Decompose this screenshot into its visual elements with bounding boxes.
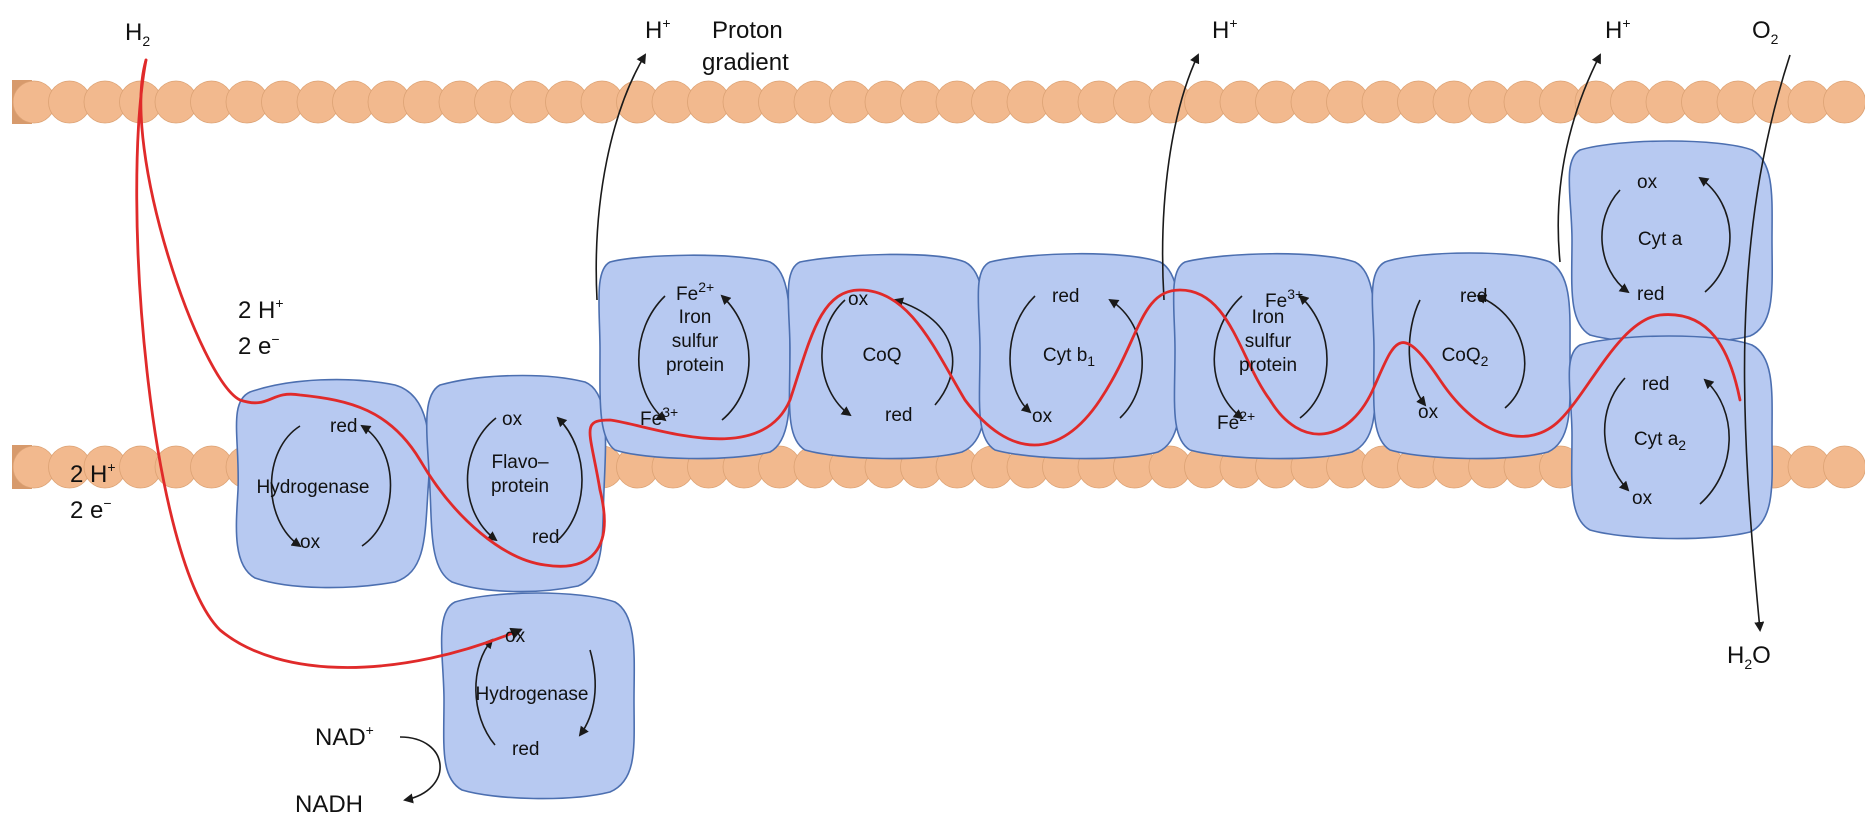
cycle-arrow-left-flavoprotein: [466, 417, 498, 542]
cycle-arrow-right-cyt-a: [1698, 176, 1731, 293]
protein-blob-hydrogenase-membrane: [235, 378, 431, 589]
membrane-bottom-lipid-bead: [1823, 445, 1865, 489]
protein-blob-coq: [787, 253, 987, 460]
state-top-cyt-a2: red: [1642, 374, 1669, 395]
cycle-arrow-right-coq2: [1476, 294, 1526, 409]
electron-transfer-path: [139, 58, 1742, 568]
cycle-arrow-left-cyt-a2: [1603, 377, 1630, 492]
proton-gradient-line1: Proton: [712, 17, 783, 44]
cycle-arrow-right-iron-sulfur-1: [720, 294, 750, 421]
state-bottom-coq: red: [885, 405, 912, 426]
protein-labels: Hydrogenase Flavo– protein Iron sulfur p…: [256, 229, 1686, 705]
electron-branch-to-nad: [135, 58, 523, 669]
cycle-arrow-left-iron-sulfur-1: [638, 295, 667, 422]
protein-name-flavoprotein-line2: protein: [491, 476, 549, 497]
cycle-arrow-right-coq: [893, 297, 954, 406]
state-bottom-cyt-a2: ox: [1632, 488, 1653, 509]
protein-name-cyt-b1: Cyt b1: [1043, 345, 1095, 369]
protein-name-iron-sulfur-1-line3: protein: [666, 355, 724, 376]
protein-blob-coq2: [1371, 252, 1572, 460]
cycle-arrow-left-cyt-a: [1601, 189, 1630, 294]
cycle-arrow-right-hydrogenase-membrane: [360, 424, 392, 547]
state-bottom-cyt-a: red: [1637, 284, 1664, 305]
o2-label: O2: [1752, 17, 1779, 47]
state-bottom-flavoprotein: red: [532, 527, 559, 548]
cycle-arrow-right-hydrogenase-soluble: [475, 638, 496, 746]
cycle-arrow-left-cyt-b1: [1009, 295, 1036, 414]
protein-name-flavoprotein-line1: Flavo–: [491, 452, 548, 473]
redox-state-labels: red ox ox red Fe2+ Fe3+ ox red red ox Fe…: [300, 172, 1669, 760]
state-bottom-coq2: ox: [1418, 402, 1439, 423]
protein-name-iron-sulfur-2-line1: Iron: [1252, 307, 1285, 328]
nadh-label: NADH: [295, 791, 363, 818]
state-bottom-cyt-b1: ox: [1032, 406, 1053, 427]
proton-arrow-3: [1557, 53, 1601, 263]
two-h-plus-label-upper: 2 H+: [238, 295, 284, 324]
cycle-arrow-right-iron-sulfur-2: [1298, 294, 1328, 419]
h-plus-label-3: H+: [1605, 15, 1631, 44]
cycle-arrow-right-cyt-b1: [1108, 298, 1143, 419]
cycle-arrow-left-hydrogenase-soluble: [578, 649, 596, 737]
state-top-cyt-b1: red: [1052, 286, 1079, 307]
two-e-minus-label-lower: 2 e−: [70, 495, 112, 524]
membrane-top-lipid-bead: [1823, 80, 1865, 124]
protein-name-hydrogenase-soluble: Hydrogenase: [475, 684, 588, 705]
proton-arrow-1: [595, 53, 647, 301]
protein-name-coq: CoQ: [862, 345, 901, 366]
protein-name-iron-sulfur-2-line2: sulfur: [1245, 331, 1292, 352]
protein-name-cyt-a2: Cyt a2: [1634, 429, 1686, 453]
redox-cycle-arrows: [270, 176, 1731, 746]
state-top-coq: ox: [848, 289, 869, 310]
protein-name-iron-sulfur-2-line3: protein: [1239, 355, 1297, 376]
cycle-arrow-right-cyt-a2: [1699, 378, 1730, 505]
h2o-label: H2O: [1727, 642, 1771, 672]
h-plus-label-2: H+: [1212, 15, 1238, 44]
oxygen-arrow: [1743, 54, 1791, 632]
protein-name-hydrogenase-membrane: Hydrogenase: [256, 477, 369, 498]
state-bottom-hydrogenase-soluble: red: [512, 739, 539, 760]
proton-arrows: [399, 53, 1791, 804]
protein-blob-iron-sulfur-1: [598, 254, 791, 460]
nad-to-nadh-arrow: [399, 736, 441, 804]
cycle-arrow-left-iron-sulfur-2: [1213, 295, 1244, 420]
protein-name-iron-sulfur-1-line1: Iron: [679, 307, 712, 328]
cycle-arrow-left-hydrogenase-membrane: [270, 425, 302, 548]
protein-blob-iron-sulfur-2: [1172, 252, 1377, 460]
proton-arrow-2: [1161, 53, 1200, 301]
state-top-coq2: red: [1460, 286, 1487, 307]
nad-plus-label: NAD+: [315, 722, 374, 751]
state-top-cyt-a: ox: [1637, 172, 1658, 193]
outer-labels: H2 H+ Proton gradient H+ H+ O2 H2O 2 H+ …: [70, 15, 1779, 818]
proton-gradient-line2: gradient: [702, 49, 789, 76]
cycle-arrow-right-flavoprotein: [556, 416, 583, 541]
protein-name-cyt-a: Cyt a: [1638, 229, 1683, 250]
protein-name-iron-sulfur-1-line2: sulfur: [672, 331, 719, 352]
membrane-top: [12, 80, 1865, 124]
two-e-minus-label-upper: 2 e−: [238, 331, 280, 360]
state-bottom-hydrogenase-membrane: ox: [300, 532, 321, 553]
cycle-arrow-left-coq: [821, 299, 852, 417]
state-top-hydrogenase-soluble: ox: [505, 626, 526, 647]
state-top-hydrogenase-membrane: red: [330, 416, 357, 437]
cycle-arrow-left-coq2: [1408, 299, 1427, 407]
h-plus-label-1: H+: [645, 15, 671, 44]
state-top-flavoprotein: ox: [502, 409, 523, 430]
h2-label: H2: [125, 19, 150, 49]
